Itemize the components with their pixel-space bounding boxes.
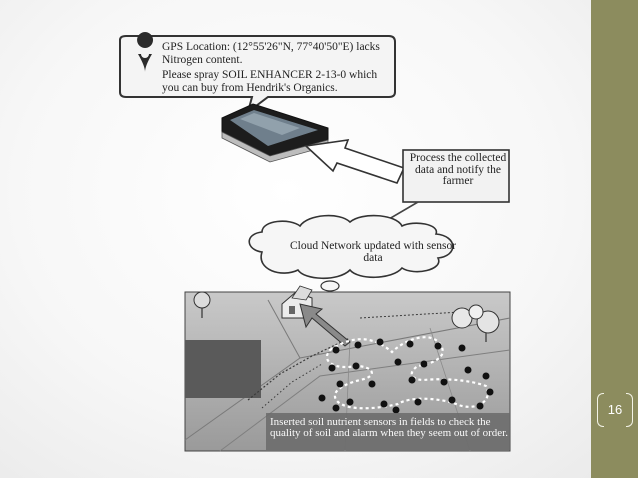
field-caption: Inserted soil nutrient sensors in fields… [270, 416, 508, 440]
cloud-label: Cloud Network updated with sensor data [289, 240, 457, 264]
process-box [402, 149, 510, 203]
field-illustration [184, 285, 511, 452]
slide-page-number: 16 [607, 402, 623, 417]
cloud-shape [248, 214, 454, 280]
page-number-bracket-left [597, 393, 604, 427]
gps-location-text: GPS Location: (12°55'26"N, 77°40'50"E) l… [162, 41, 380, 66]
smartphone-icon [221, 103, 329, 163]
location-pin-icon [137, 32, 154, 72]
process-box-label: Process the collected data and notify th… [409, 152, 507, 187]
fertilizer-advice-text: Please spray SOIL ENHANCER 2-13-0 which … [162, 69, 378, 94]
message-bubble [119, 35, 396, 115]
notify-arrow [304, 139, 406, 184]
